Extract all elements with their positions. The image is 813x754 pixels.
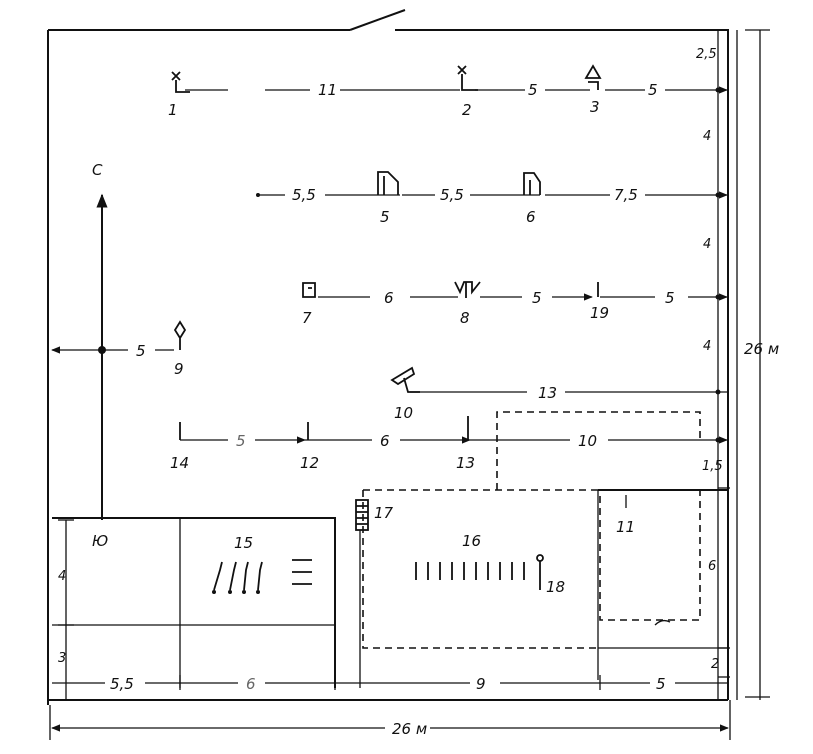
label-station-6: 6 — [526, 208, 536, 226]
row-2-line — [256, 191, 728, 199]
bottom-dim-4: 5 — [656, 675, 666, 693]
station-10-icon — [390, 366, 420, 393]
label-station-17: 17 — [374, 504, 394, 522]
label-station-5: 5 — [380, 208, 390, 226]
row3-dim-1: 6 — [384, 289, 394, 307]
label-station-15: 15 — [234, 534, 253, 552]
north-label: С — [92, 161, 103, 179]
station-16-bars — [415, 562, 525, 580]
row5-dim-1: 5 — [236, 432, 246, 450]
label-station-11: 11 — [616, 518, 635, 536]
bottom-dim-1: 5,5 — [110, 675, 134, 693]
row4-dim-1: 13 — [538, 384, 557, 402]
left-dim-2: 3 — [58, 651, 66, 666]
station-8-icon — [454, 281, 481, 298]
label-station-1: 1 — [168, 101, 178, 119]
row2-dim-1: 5,5 — [292, 186, 316, 204]
row-5-line — [179, 422, 728, 444]
label-station-13: 13 — [456, 454, 475, 472]
label-station-16: 16 — [462, 532, 481, 550]
label-station-10: 10 — [394, 404, 413, 422]
row3-dim-3: 5 — [665, 289, 675, 307]
station-6-icon — [523, 172, 541, 195]
west-dim-1: 5 — [136, 342, 146, 360]
row1-dim-1: 11 — [318, 81, 337, 99]
label-station-12: 12 — [300, 454, 319, 472]
west-branch-line — [51, 346, 174, 354]
right-dim-7: 2 — [711, 657, 719, 672]
switch-group-icon — [212, 559, 312, 594]
label-station-19: 19 — [590, 304, 609, 322]
station-9-icon — [173, 320, 187, 350]
right-dim-2: 4 — [703, 129, 711, 144]
station-18-icon — [536, 554, 544, 590]
left-dim-1: 4 — [58, 569, 66, 584]
row1-dim-3: 5 — [648, 81, 658, 99]
overall-height-dimension — [745, 29, 770, 700]
right-dim-4: 4 — [703, 339, 711, 354]
total-width-label: 26 м — [392, 720, 427, 738]
right-dim-3: 4 — [703, 237, 711, 252]
dashed-zone-upper — [496, 411, 701, 490]
label-station-8: 8 — [460, 309, 470, 327]
building-block-15 — [52, 517, 361, 688]
station-5-icon — [377, 171, 399, 195]
label-station-2: 2 — [462, 101, 472, 119]
label-station-3: 3 — [590, 98, 600, 116]
station-17-icon — [355, 499, 369, 531]
building-block-11 — [597, 489, 728, 680]
right-dim-5: 1,5 — [702, 459, 723, 474]
bottom-dim-2: 6 — [246, 675, 256, 693]
label-ju: Ю — [92, 532, 108, 550]
row2-dim-3: 7,5 — [614, 186, 638, 204]
right-dim-6: 6 — [708, 559, 716, 574]
left-dimension-line — [58, 519, 74, 700]
label-station-18: 18 — [546, 578, 565, 596]
bottom-dim-3: 9 — [476, 675, 486, 693]
row3-dim-2: 5 — [532, 289, 542, 307]
station-3-icon — [584, 64, 602, 90]
row5-dim-3: 10 — [578, 432, 597, 450]
label-station-9: 9 — [174, 360, 184, 378]
site-boundary — [47, 9, 738, 705]
bottom-dimension-line — [52, 675, 727, 690]
label-station-7: 7 — [302, 309, 312, 327]
row1-dim-2: 5 — [528, 81, 538, 99]
row2-dim-2: 5,5 — [440, 186, 464, 204]
station-7-icon — [302, 282, 316, 298]
label-station-14: 14 — [170, 454, 189, 472]
row5-dim-2: 6 — [380, 432, 390, 450]
right-dim-1: 2,5 — [696, 47, 717, 62]
station-1-icon — [171, 71, 190, 93]
station-2-icon — [457, 65, 478, 91]
overall-width-dimension — [49, 700, 731, 740]
dashed-zone-lower — [362, 489, 701, 649]
total-height-label: 26 м — [744, 340, 779, 358]
